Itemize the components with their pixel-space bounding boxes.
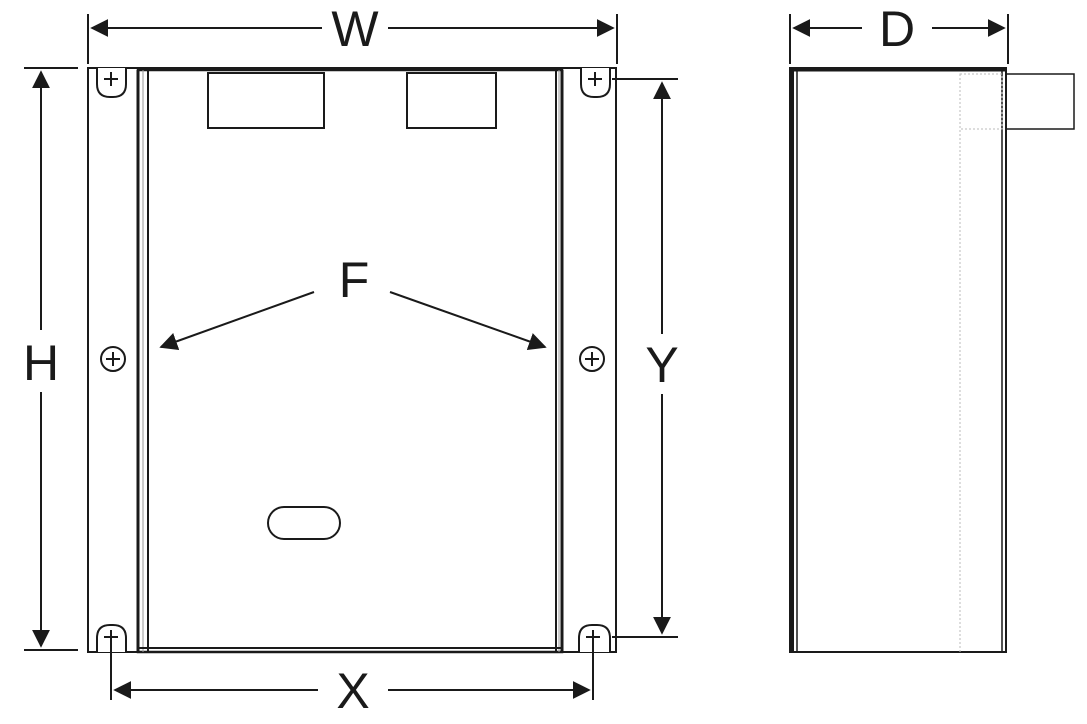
keyhole-bottom-left bbox=[96, 624, 127, 652]
keyhole-top-left bbox=[96, 68, 127, 98]
keyhole-top-right bbox=[580, 68, 611, 98]
dimension-w: W bbox=[87, 1, 618, 64]
mount-hole-right bbox=[579, 346, 605, 372]
side-protrusion bbox=[1005, 73, 1075, 130]
dimension-y: Y bbox=[612, 78, 679, 638]
dimension-h: H bbox=[23, 67, 78, 651]
dimension-d: D bbox=[789, 1, 1009, 64]
label-d: D bbox=[879, 1, 915, 57]
label-w: W bbox=[331, 1, 379, 57]
label-h: H bbox=[23, 335, 59, 391]
label-y: Y bbox=[645, 337, 678, 393]
front-view bbox=[87, 67, 617, 654]
side-hidden-knockout bbox=[959, 73, 1003, 130]
oval-slot bbox=[267, 506, 341, 540]
dimension-x: X bbox=[110, 652, 594, 719]
knockout-left bbox=[207, 72, 325, 129]
side-body bbox=[789, 67, 1007, 653]
enclosure-body bbox=[136, 68, 564, 654]
side-view bbox=[789, 67, 1075, 653]
mount-hole-left bbox=[100, 346, 126, 372]
flange-callout: F bbox=[159, 252, 547, 351]
label-f: F bbox=[339, 252, 370, 308]
mounting-plate bbox=[87, 67, 617, 653]
keyhole-bottom-right bbox=[578, 624, 611, 652]
knockout-right bbox=[406, 72, 497, 129]
label-x: X bbox=[336, 663, 369, 719]
